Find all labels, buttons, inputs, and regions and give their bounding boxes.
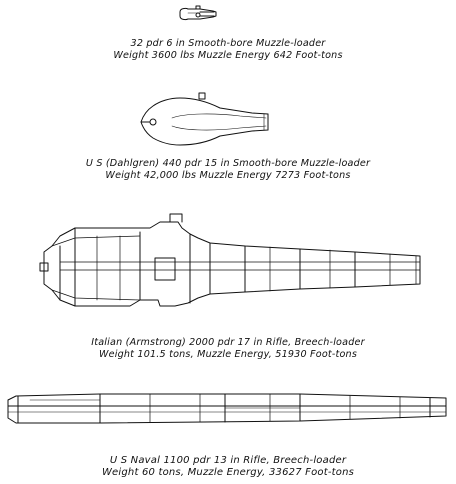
caption-us-naval-specs: Weight 60 tons, Muzzle Energy, 33627 Foo… bbox=[101, 467, 355, 478]
caption-dahlgren: U S (Dahlgren) 440 pdr 15 in Smooth-bore… bbox=[0, 158, 456, 182]
gun-dahlgren-drawing bbox=[140, 92, 269, 146]
caption-armstrong-title: Italian (Armstrong) 2000 pdr 17 in Rifle… bbox=[91, 337, 365, 348]
caption-armstrong: Italian (Armstrong) 2000 pdr 17 in Rifle… bbox=[0, 337, 456, 361]
caption-armstrong-specs: Weight 101.5 tons, Muzzle Energy, 51930 … bbox=[98, 349, 358, 360]
caption-32pdr-title: 32 pdr 6 in Smooth-bore Muzzle-loader bbox=[130, 38, 326, 49]
caption-32pdr-specs: Weight 3600 lbs Muzzle Energy 642 Foot-t… bbox=[113, 50, 343, 61]
gun-us-naval-drawing bbox=[7, 393, 447, 424]
caption-us-naval-title: U S Naval 1100 pdr 13 in Rifle, Breech-l… bbox=[109, 455, 347, 466]
caption-us-naval: U S Naval 1100 pdr 13 in Rifle, Breech-l… bbox=[0, 455, 456, 479]
caption-dahlgren-title: U S (Dahlgren) 440 pdr 15 in Smooth-bore… bbox=[85, 158, 371, 169]
gun-32pdr-drawing bbox=[179, 5, 217, 21]
caption-dahlgren-specs: Weight 42,000 lbs Muzzle Energy 7273 Foo… bbox=[105, 170, 351, 181]
gun-armstrong-drawing bbox=[39, 213, 421, 307]
caption-32pdr: 32 pdr 6 in Smooth-bore Muzzle-loader We… bbox=[0, 38, 456, 62]
